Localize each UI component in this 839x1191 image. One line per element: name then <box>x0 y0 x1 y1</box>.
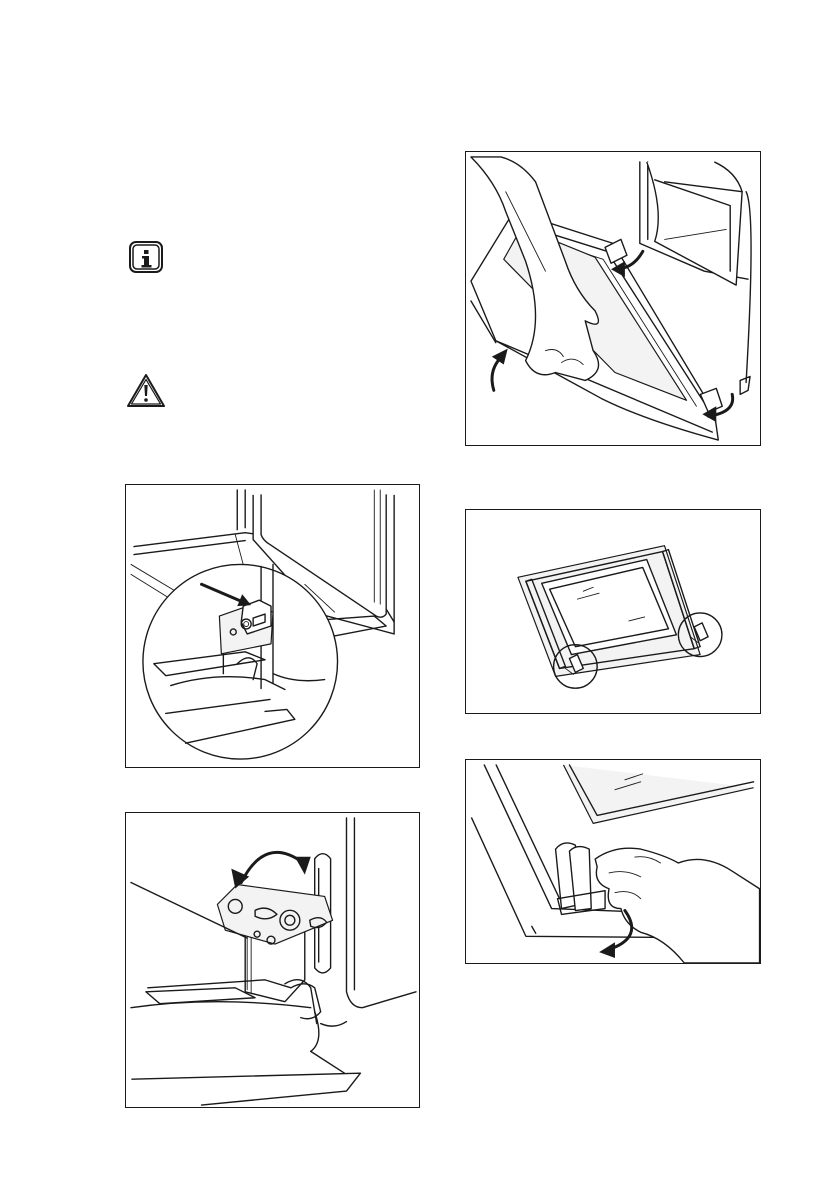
warning-icon <box>126 373 166 409</box>
figure-door-lift-off <box>465 151 761 446</box>
info-icon <box>128 240 164 274</box>
figure-door-trim-release <box>465 759 761 964</box>
figure-door-glass-panel <box>465 509 761 714</box>
figure-door-hinge-lever <box>125 484 420 768</box>
figure-hinge-rotate <box>125 812 420 1108</box>
